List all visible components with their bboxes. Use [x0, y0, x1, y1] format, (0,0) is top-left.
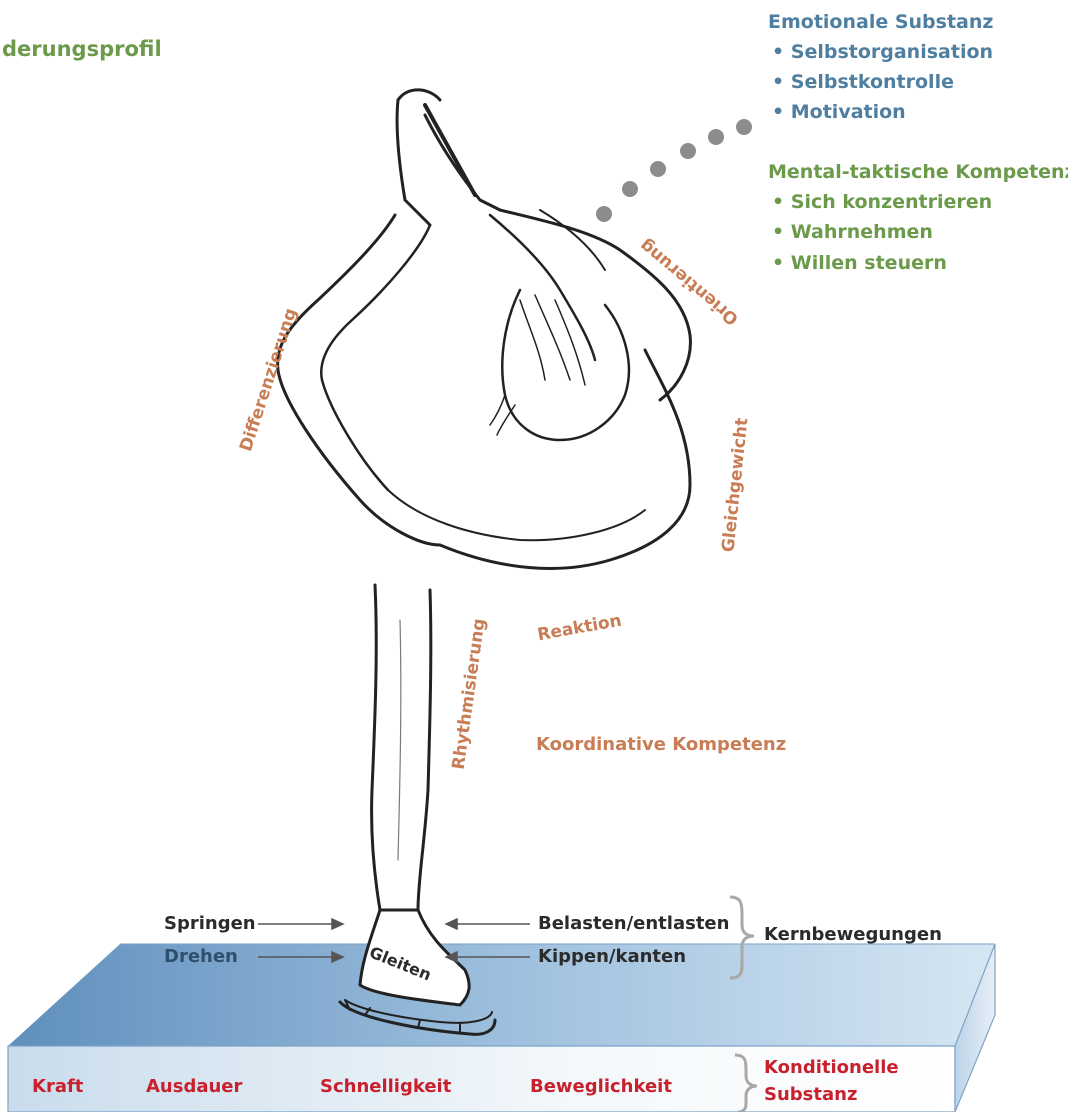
conditional-ausdauer: Ausdauer	[146, 1076, 242, 1097]
conditional-kraft: Kraft	[32, 1076, 83, 1097]
conditional-beweglichkeit: Beweglichkeit	[530, 1076, 672, 1097]
core-springen: Springen	[164, 913, 256, 934]
emotional-heading: Emotionale Substanz	[768, 11, 993, 33]
core-drehen: Drehen	[164, 946, 238, 967]
connector-dot	[596, 206, 612, 222]
emotional-item: • Selbstorganisation	[772, 41, 993, 63]
page-title: derungsprofil	[2, 37, 162, 61]
ice-top-face	[8, 944, 995, 1046]
mental-heading: Mental-taktische Kompetenz	[768, 161, 1068, 183]
mental-item: • Wahrnehmen	[772, 221, 933, 243]
core-belasten: Belasten/entlasten	[538, 913, 729, 934]
connector-dot	[622, 181, 638, 197]
connector-dot	[650, 161, 666, 177]
mental-item: • Sich konzentrieren	[772, 191, 992, 213]
conditional-schnelligkeit: Schnelligkeit	[320, 1076, 451, 1097]
core-kippen: Kippen/kanten	[538, 946, 686, 967]
connector-dots	[596, 119, 752, 222]
conditional-label-line2: Substanz	[764, 1084, 857, 1105]
mental-item: • Willen steuern	[772, 252, 947, 274]
emotional-item: • Motivation	[772, 101, 906, 123]
core-label: Kernbewegungen	[764, 924, 942, 945]
emotional-item: • Selbstkontrolle	[772, 71, 954, 93]
conditional-label-line1: Konditionelle	[764, 1057, 899, 1078]
connector-dot	[708, 129, 724, 145]
connector-dot	[736, 119, 752, 135]
skater-illustration	[278, 90, 691, 1035]
coordination-heading: Koordinative Kompetenz	[536, 734, 786, 755]
connector-dot	[680, 143, 696, 159]
